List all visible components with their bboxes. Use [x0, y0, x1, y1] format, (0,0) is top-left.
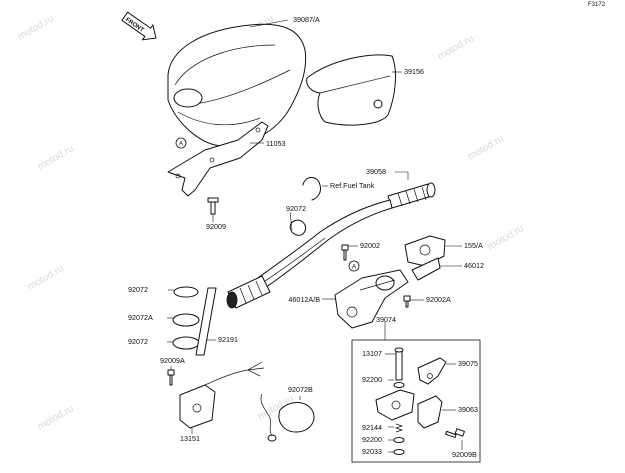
part-number-92072-left: 92072 [128, 285, 148, 294]
handle-pipe-part [254, 199, 393, 291]
part-number-39087a: 39087/A [293, 15, 320, 24]
clamp-part [173, 286, 199, 298]
part-number-92072b: 92072B [288, 385, 313, 394]
part-number-46012: 46012 [464, 261, 484, 270]
part-number-13107: 13107 [362, 349, 382, 358]
bracket-part [167, 121, 269, 197]
part-number-39075: 39075 [458, 359, 478, 368]
watermark-text: motod.ru [36, 143, 76, 172]
watermark-text: motod.ru [436, 33, 476, 62]
watermark-text: motod.ru [466, 133, 506, 162]
watermark-text: motod.ru [26, 263, 66, 292]
part-number-39058: 39058 [366, 167, 386, 176]
clamp-2-part [172, 336, 200, 350]
throttle-assembly-part [334, 269, 409, 329]
switch-part [179, 361, 265, 429]
washer-bottom-part [393, 437, 405, 443]
part-number-92072-top: 92072 [286, 204, 306, 213]
snap-ring-part [393, 449, 405, 455]
seat-cover-part [167, 23, 307, 147]
part-number-13151: 13151 [180, 434, 200, 443]
subassembly-box [351, 339, 481, 463]
part-number-92009a: 92009A [160, 356, 185, 365]
part-number-92002a: 92002A [426, 295, 451, 304]
part-number-155a: 155/A [464, 241, 483, 250]
side-cover-part [306, 54, 396, 126]
callout-a-lower-label: A [352, 264, 357, 271]
part-number-46012ab: 46012A/B [288, 295, 320, 304]
part-number-92191: 92191 [218, 335, 238, 344]
washer-top-part [393, 382, 405, 388]
pin-part [394, 347, 404, 381]
lever-cover-part [417, 395, 443, 429]
callout-a-upper-label: A [179, 141, 184, 148]
part-number-92009: 92009 [206, 222, 226, 231]
callout-a-lower [348, 260, 360, 272]
lever-part [417, 357, 447, 385]
front-arrow-icon: FRONT [121, 11, 157, 41]
part-number-11053: 11053 [266, 139, 285, 148]
throttle-housing-part [404, 235, 446, 281]
part-number-39063: 39063 [458, 405, 478, 414]
part-number-39156: 39156 [404, 67, 424, 76]
hose-part [195, 287, 217, 356]
ref-fuel-tank-label: Ref.Fuel Tank [330, 181, 375, 190]
screw-a-part [403, 295, 411, 308]
part-number-92200-top: 92200 [362, 375, 382, 384]
clamp-a-part [172, 313, 200, 327]
left-grip-part [226, 275, 271, 309]
handle-grip-part [387, 182, 436, 209]
screw-part [341, 244, 349, 261]
figure-code: F3172 [588, 2, 606, 8]
part-number-92144: 92144 [362, 423, 382, 432]
part-number-39074: 39074 [376, 315, 396, 324]
bolt-a-part [167, 369, 175, 386]
lever-housing-part [375, 389, 415, 421]
callout-a-upper [175, 137, 187, 149]
watermark-text: motod.ru [16, 13, 56, 42]
part-number-92072-left2: 92072 [128, 337, 148, 346]
bolt-part [207, 197, 219, 215]
part-number-92200-bot: 92200 [362, 435, 382, 444]
watermark-text: motod.ru [36, 403, 76, 432]
clamp-b-part [260, 393, 315, 442]
part-number-92072a: 92072A [128, 313, 153, 322]
part-number-92033: 92033 [362, 447, 382, 456]
hose-clip-part [289, 219, 307, 236]
watermark-text: motod.ru [486, 223, 526, 252]
part-number-92002-top: 92002 [360, 241, 380, 250]
spring-part [394, 423, 404, 433]
part-number-92009b: 92009B [452, 450, 477, 459]
bolt-b-part [445, 428, 465, 439]
